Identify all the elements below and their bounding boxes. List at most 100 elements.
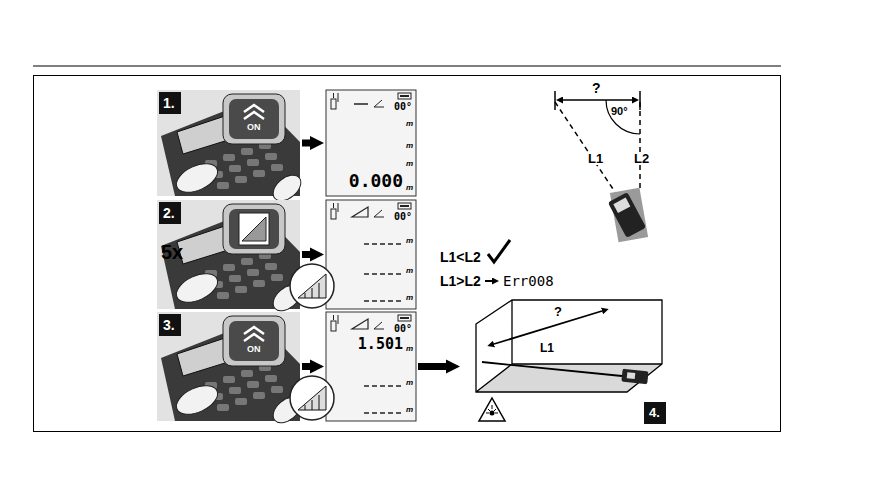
node-illustration [157,90,300,196]
device-key [217,292,229,299]
button-callout [223,204,285,254]
device-key [235,398,247,405]
step-number: 2. [163,206,175,220]
lcd-display: 00°mmm0.000m [326,90,416,196]
mode-icon [352,319,368,329]
reference-icon [338,203,339,212]
step-badge [159,202,181,224]
laser-warning-sign [486,405,498,413]
dimension-line [563,99,632,101]
step-number: 4. [649,406,660,419]
length-label: L1 [587,152,604,165]
button-face [229,99,279,139]
laser-warning-sign [479,398,505,421]
reference-icon [331,99,336,109]
device-key [217,404,229,411]
reference-icon [331,321,336,331]
magnifier [290,264,334,308]
battery-icon [400,95,409,97]
angle-icon [374,100,384,107]
unknown-length-arrow [494,311,602,344]
step-photo: 2.5x [157,200,300,309]
device-key [247,381,259,388]
magnifier [290,376,334,420]
device-key [253,170,265,177]
mode-icon [354,103,368,105]
length-label: L1 [540,342,554,354]
button-label: ON [247,345,261,354]
battery-icon [398,315,411,321]
step-photo: 1.ON [157,90,300,196]
header-rule [33,66,781,67]
device-screen [627,372,636,379]
step-badge [159,314,181,336]
unknown-length: ? [592,81,601,95]
mode-icon-triangle [242,217,266,241]
angle-arc [606,100,640,134]
unit: m [406,406,413,414]
reference-icon [333,203,334,208]
result-arrow [485,280,492,282]
mode-icon [239,213,269,245]
mode-icon-triangle [298,274,326,298]
mode-icon [352,207,368,217]
device-key [223,264,235,271]
device-key [271,386,283,393]
device-key [223,154,235,161]
empty-value [364,412,403,414]
device-key [265,375,277,382]
room-sketch: ? L1 4. [462,292,672,428]
device-screen [613,198,630,213]
laser-line [639,102,641,192]
lcd-display: 00°mmm [326,200,416,309]
battery-icon [398,203,411,209]
reference-icon [333,315,334,320]
length-label: L2 [633,152,650,165]
device-key [241,370,253,377]
battery-icon [400,205,409,207]
device-key [271,274,283,281]
step-photo: 3. ON [157,312,300,421]
chevron-icon [244,112,264,119]
device-key [265,153,277,160]
device-key [247,159,259,166]
measured-value: 1.501 [358,337,403,352]
button-face [229,209,279,249]
thumb [172,380,222,420]
laser-line [555,102,615,192]
error-code: Err008 [503,274,554,288]
unit: m [406,120,413,128]
unit: m [406,142,413,150]
thumb [172,268,222,308]
device-key [223,376,235,383]
node-illustration [157,312,300,421]
unit: m [406,379,413,387]
reference-icon [338,315,339,324]
step-number: 3. [163,318,175,332]
angle-value: 00° [394,324,412,334]
button-face [229,321,279,361]
check-mark [488,240,510,262]
lcd-screen [326,90,416,196]
unit: m [406,184,413,192]
empty-value [364,243,403,245]
button-callout [223,316,285,366]
device-key [217,182,229,189]
device-key [235,286,247,293]
node-illustration [462,292,672,428]
hatch-lines [305,395,319,410]
device-key [265,263,277,270]
chevron-icon [244,334,264,341]
battery-icon [398,93,411,99]
device-key [271,164,283,171]
unknown-length: ? [554,305,562,318]
condition-note: L1<L2 [440,250,481,264]
device-icon [608,192,646,238]
device-key [241,148,253,155]
condition-note: L1>L2 [440,274,481,288]
thumb [172,158,222,198]
flow-arrow [302,363,310,370]
reference-icon [333,93,334,98]
device-key [241,258,253,265]
